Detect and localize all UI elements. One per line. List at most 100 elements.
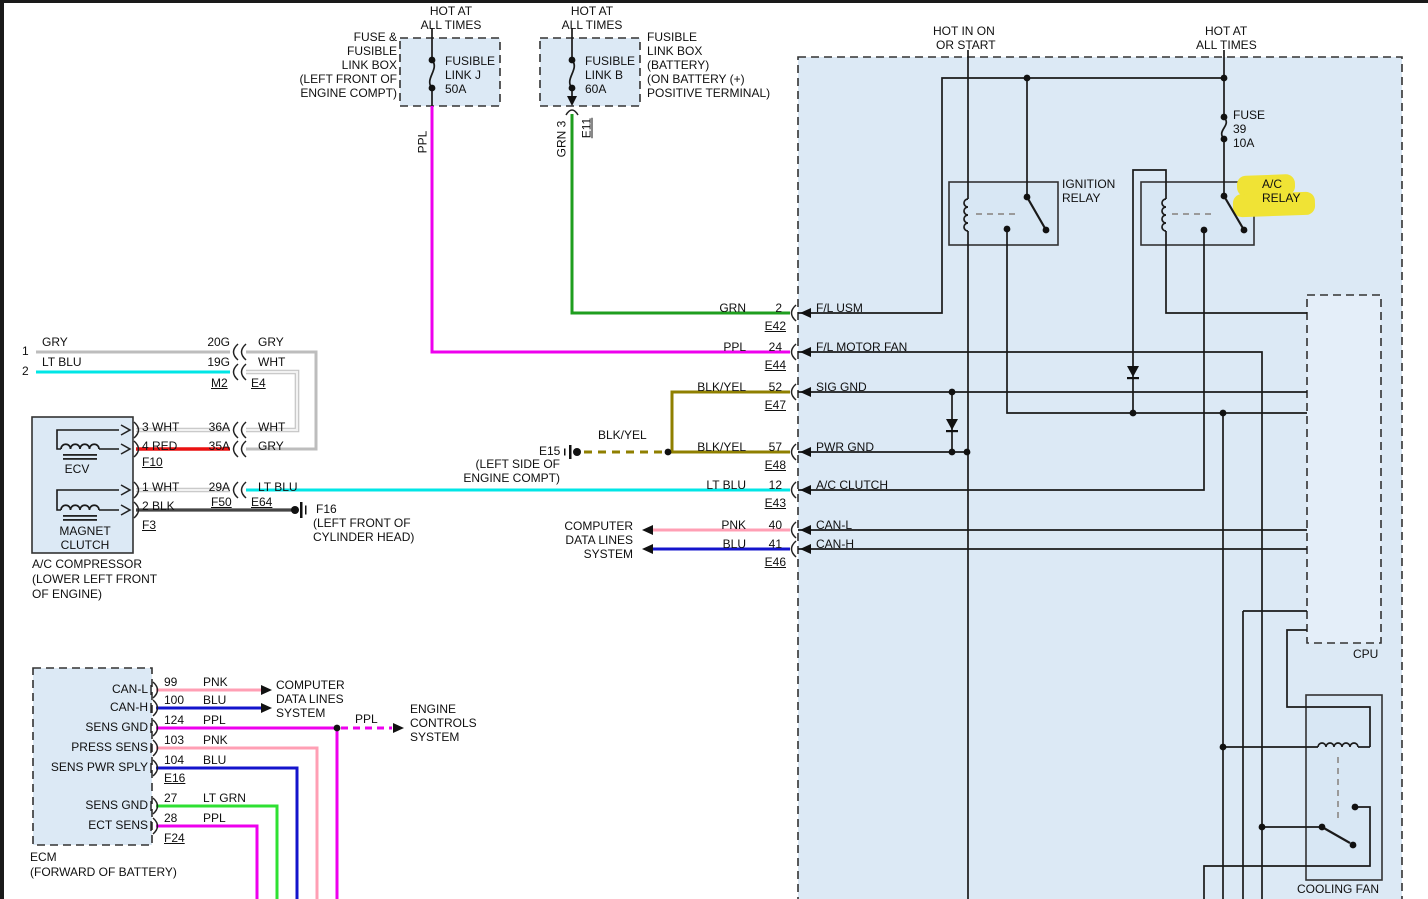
fuse-box-left — [399, 37, 501, 107]
ground-f16-bar — [300, 502, 303, 518]
connector-arc — [790, 343, 797, 361]
arrow-can-l-in — [800, 525, 811, 535]
compressor-box — [31, 416, 134, 554]
coil-core-bar — [63, 454, 97, 456]
ign-output — [1006, 229, 1307, 414]
junction-dot — [568, 84, 576, 92]
junction-dot — [664, 448, 672, 456]
arrow-can-l-mid — [642, 525, 653, 535]
compressor-pin-arrow — [120, 443, 132, 455]
connector-arc — [232, 421, 239, 439]
compressor-pin-arrow — [120, 504, 132, 516]
connector-arc — [240, 481, 247, 499]
ppl-28 — [156, 824, 259, 899]
junction-dot — [1220, 135, 1228, 143]
ac-relay-coil — [1161, 198, 1167, 232]
connector-arc — [232, 363, 239, 381]
junction-dot — [1219, 409, 1227, 417]
arrow-can-h-ecm — [261, 703, 272, 713]
connector-arc — [232, 440, 239, 458]
connector-arc — [790, 540, 797, 558]
connector-arc — [133, 421, 140, 439]
connector-arc — [152, 797, 159, 815]
blkyel-sig — [670, 390, 790, 452]
fan-relay-coil — [1317, 742, 1359, 748]
arrow-can-h-mid — [642, 544, 653, 554]
arrow-engine-controls — [393, 723, 404, 733]
arrow-pwr-gnd — [800, 447, 811, 457]
mag-clutch-coil — [60, 504, 100, 511]
ac-coil-top-hook — [1132, 169, 1167, 413]
junction-dot — [948, 388, 956, 396]
connector-arc — [240, 363, 247, 381]
gry-loop — [246, 350, 318, 451]
arrow-fl-motor-fan — [800, 347, 811, 357]
ign-relay-coil — [963, 198, 969, 232]
junction-dot — [1220, 74, 1228, 82]
junction-dot — [1318, 823, 1326, 831]
ecv-top — [56, 429, 119, 450]
ltgrn-27 — [156, 804, 279, 899]
pnk-103 — [156, 746, 319, 899]
diode-right-bar — [1127, 377, 1139, 380]
ac-relay-highlight-1 — [1236, 174, 1296, 197]
compressor-pin-arrow — [120, 484, 132, 496]
ground-f16-bar — [305, 505, 307, 515]
arrow-can-l-ecm — [261, 685, 272, 695]
connector-arc — [152, 739, 159, 757]
diode-right — [1127, 366, 1139, 377]
ground-e15 — [573, 448, 581, 456]
ecv-coil — [60, 443, 100, 450]
coil-core-bar — [63, 519, 97, 521]
junction-dot — [428, 56, 436, 64]
connector-arc — [232, 481, 239, 499]
arrow-fl-usm — [800, 308, 811, 318]
connector-arc — [232, 343, 239, 361]
connector-arc — [790, 481, 797, 499]
page-top-border — [0, 0, 1428, 3]
junction-dot — [1240, 226, 1248, 234]
connector-arc — [565, 109, 579, 116]
junction-dot — [1258, 823, 1266, 831]
junction-dot — [1023, 74, 1031, 82]
ground-e15-bar — [564, 448, 566, 456]
page-left-border — [0, 0, 4, 899]
ppl-feed — [430, 106, 790, 354]
ac-relay-highlight-2 — [1232, 191, 1316, 218]
junction-dot — [1003, 225, 1011, 233]
connector-arc — [790, 304, 797, 322]
junction-dot — [1351, 803, 1359, 811]
diode-left — [946, 419, 958, 430]
connector-arc — [133, 440, 140, 458]
ac-coil-bottom — [1165, 231, 1307, 314]
junction-dot — [1200, 226, 1208, 234]
junction-dot — [428, 84, 436, 92]
junction-dot — [1023, 193, 1031, 201]
fl-motor-fan-run — [798, 351, 1263, 899]
ign-arm — [1026, 196, 1047, 231]
connector-arc — [133, 501, 140, 519]
connector-arc — [790, 383, 797, 401]
arrow-ac-clutch — [800, 485, 811, 495]
junction-dot — [568, 56, 576, 64]
ac-arm — [1223, 195, 1245, 231]
ground-e15-bar — [569, 445, 572, 459]
compressor-pin-arrow — [120, 424, 132, 436]
junction-dot — [1219, 743, 1227, 751]
connector-arc — [240, 343, 247, 361]
connector-arc — [152, 681, 159, 699]
connector-arc — [790, 521, 797, 539]
junction-dot — [1349, 841, 1357, 849]
junction-dot — [1220, 113, 1228, 121]
arrow-sig-gnd — [800, 387, 811, 397]
ecm-box — [32, 667, 153, 846]
mag-top — [56, 489, 119, 511]
coil-core-bar — [63, 458, 97, 460]
arrow-can-h-in — [800, 544, 811, 554]
arrow-e11-down — [567, 96, 577, 106]
connector-arc — [240, 421, 247, 439]
fan-output — [1203, 806, 1371, 899]
grn-feed — [570, 114, 790, 315]
fl-usm-riser — [798, 77, 1224, 314]
